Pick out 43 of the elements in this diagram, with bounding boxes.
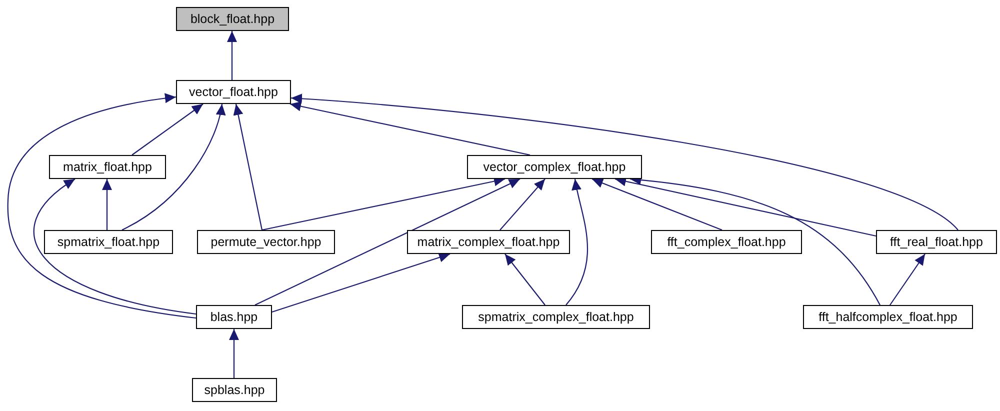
include-arrow	[290, 94, 958, 230]
file-name: blas.hpp	[210, 310, 258, 324]
file-name: matrix_complex_float.hpp	[417, 235, 560, 249]
file-name: fft_complex_float.hpp	[667, 235, 786, 249]
include-arrow	[500, 178, 546, 230]
file-box	[44, 230, 173, 254]
file-box	[876, 230, 997, 254]
file-box	[176, 80, 291, 104]
file-box	[196, 305, 272, 329]
file-box	[176, 7, 289, 31]
include-arrow	[272, 252, 450, 313]
include-arrow	[233, 104, 263, 230]
include-arrow	[890, 254, 926, 306]
file-box	[467, 155, 642, 179]
file-name: permute_vector.hpp	[210, 235, 322, 249]
file-box	[803, 305, 973, 329]
file-name: spblas.hpp	[204, 383, 265, 397]
include-arrow	[592, 178, 722, 231]
file-name: vector_float.hpp	[189, 85, 278, 99]
file-box	[197, 230, 335, 254]
file-name: fft_real_float.hpp	[890, 235, 983, 249]
include-arrow	[254, 178, 520, 306]
include-arrow	[227, 31, 237, 80]
include-arrow	[504, 254, 546, 306]
include-arrow	[34, 178, 196, 315]
include-arrow	[7, 93, 196, 319]
include-arrow	[122, 104, 226, 230]
file-box	[651, 230, 802, 254]
file-box	[192, 378, 277, 402]
file-name: spmatrix_float.hpp	[57, 235, 160, 249]
file-name: spmatrix_complex_float.hpp	[478, 310, 634, 324]
include-arrow	[290, 101, 530, 156]
file-name: matrix_float.hpp	[63, 160, 152, 174]
file-box	[49, 155, 166, 179]
include-arrow	[102, 179, 112, 230]
file-name: fft_halfcomplex_float.hpp	[818, 310, 958, 324]
file-name: vector_complex_float.hpp	[483, 160, 626, 174]
include-arrow	[132, 104, 204, 156]
include-arrow	[229, 329, 239, 378]
file-box	[407, 230, 570, 254]
file-name: block_float.hpp	[190, 12, 275, 26]
include-arrow	[566, 178, 588, 306]
file-box	[462, 305, 650, 329]
